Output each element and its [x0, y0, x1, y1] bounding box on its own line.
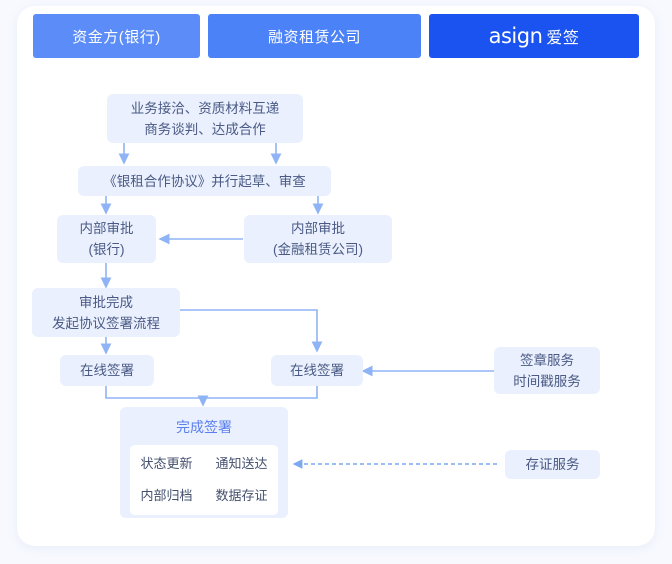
tab-asign-brand[interactable]: asign 爱签	[429, 14, 639, 58]
signing-complete-item-0: 状态更新	[140, 456, 193, 471]
signing-complete-item-1: 通知送达	[215, 456, 268, 471]
tab-leasing-company[interactable]: 融资租赁公司	[208, 14, 421, 58]
signing-complete-items: 状态更新 通知送达 内部归档 数据存证	[130, 445, 278, 515]
node-online-signing-left-line-1: 在线签署	[80, 363, 134, 378]
node-seal-service-line-1: 签章服务	[520, 352, 574, 368]
role-tab-bar: 资金方(银行) 融资租赁公司 asign 爱签	[33, 14, 639, 58]
node-evidence-service: 存证服务	[505, 450, 600, 479]
node-seal-timestamp-service: 签章服务 时间戳服务	[494, 347, 600, 394]
asign-logo-mark: asign	[488, 24, 543, 48]
signing-complete-item-3: 数据存证	[215, 488, 268, 503]
node-business-intake: 业务接洽、资质材料互递 商务谈判、达成合作	[107, 94, 303, 143]
node-agreement-drafting: 《银租合作协议》并行起草、审查	[78, 166, 331, 196]
node-online-signing-left: 在线签署	[60, 355, 154, 386]
asign-logo: asign 爱签	[489, 24, 580, 48]
node-internal-approval-bank-line-2: (银行)	[88, 242, 125, 257]
node-approval-complete-line-1: 审批完成	[79, 294, 133, 310]
node-seal-service-line-2: 时间戳服务	[513, 373, 581, 389]
node-approval-complete: 审批完成 发起协议签署流程	[32, 288, 180, 337]
node-online-signing-right: 在线签署	[271, 355, 363, 386]
node-signing-complete-title: 完成签署	[176, 419, 232, 435]
node-business-intake-line-2: 商务谈判、达成合作	[144, 121, 266, 137]
node-evidence-service-line-1: 存证服务	[525, 457, 580, 472]
node-signing-complete: 完成签署 状态更新 通知送达 内部归档 数据存证	[120, 407, 288, 518]
node-internal-approval-bank: 内部审批 (银行)	[57, 215, 156, 263]
tab-leasing-company-label: 融资租赁公司	[267, 28, 361, 46]
asign-logo-cn: 爱签	[546, 30, 580, 47]
node-internal-approval-bank-line-1: 内部审批	[79, 221, 134, 236]
node-online-signing-right-line-1: 在线签署	[290, 363, 344, 378]
node-internal-approval-leasing-line-2: (金融租赁公司)	[273, 242, 363, 257]
tab-funder-bank-label: 资金方(银行)	[72, 28, 161, 46]
node-internal-approval-leasing-line-1: 内部审批	[291, 221, 345, 236]
node-business-intake-line-1: 业务接洽、资质材料互递	[130, 100, 280, 116]
node-internal-approval-leasing: 内部审批 (金融租赁公司)	[244, 215, 392, 263]
tab-funder-bank[interactable]: 资金方(银行)	[33, 14, 200, 58]
signing-complete-item-2: 内部归档	[140, 488, 193, 503]
node-agreement-drafting-line-1: 《银租合作协议》并行起草、审查	[103, 173, 306, 189]
node-approval-complete-line-2: 发起协议签署流程	[52, 315, 160, 331]
